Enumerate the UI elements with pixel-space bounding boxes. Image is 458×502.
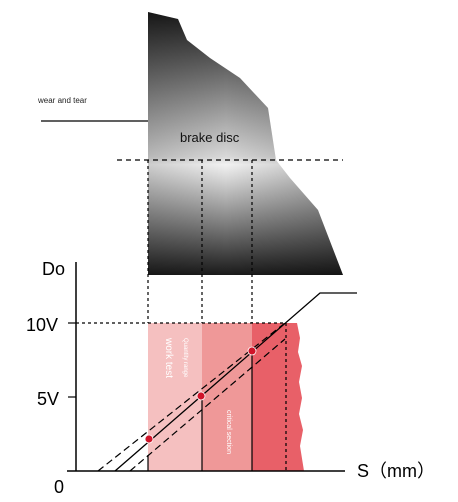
y-tick-label-5v: 5V [37,389,59,409]
zone-work-test [148,323,202,471]
marker-work-test [144,434,154,444]
brake-disc [148,12,343,275]
wear-label: wear and tear [37,96,87,105]
marker-critical-section [247,346,257,356]
origin-label: 0 [54,477,64,497]
zones [148,323,304,471]
zone-label-work-test: work test [163,337,174,378]
characteristic-line [114,292,357,472]
zone-label-quantity-range: Quantity range [182,338,188,378]
marker-quantity-range [196,391,206,401]
y-tick-label-10v: 10V [26,315,58,335]
zone-quantity-range [202,323,252,471]
brake-disc-label: brake disc [180,130,240,145]
zone-label-critical-section: critical section [225,410,232,454]
tolerance-line-lower [129,338,286,472]
brake-disc-shading [148,12,343,275]
y-axis-label: Do [42,259,65,279]
zone-critical-section [252,323,304,471]
x-axis-label: S（mm） [357,461,435,481]
